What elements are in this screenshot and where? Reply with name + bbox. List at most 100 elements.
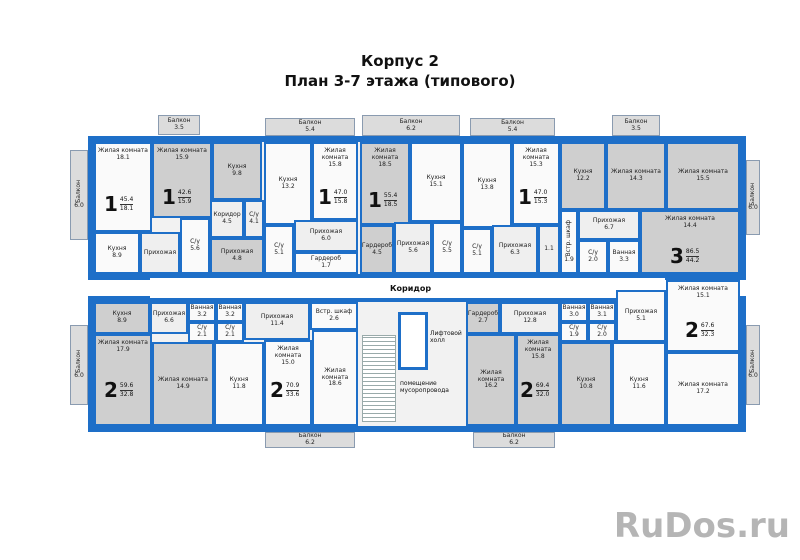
living-area: 32.0 (535, 390, 550, 398)
room-area: 4.5 (222, 218, 232, 225)
room-area: 18.6 (328, 380, 342, 388)
room-name: Жилая комната (371, 147, 399, 161)
total-area: 59.6 (119, 382, 134, 391)
room-name: Балкон (74, 350, 82, 373)
living-area: 32.8 (119, 390, 134, 398)
room-name: Балкон (167, 117, 191, 125)
room-area: 10.8 (579, 383, 593, 390)
total-area: 69.4 (535, 382, 550, 391)
total-area: 70.9 (285, 382, 300, 391)
room-name: Кухня (112, 310, 132, 318)
room-name: Балкон (624, 117, 648, 125)
room-area: 6.2 (406, 124, 416, 132)
room-area: 18.5 (378, 160, 392, 168)
room-name: Встр. шкаф (564, 220, 572, 257)
room-name: С/у (472, 243, 482, 251)
corridor-label: Коридор (390, 284, 432, 293)
corridor (150, 278, 665, 298)
plan-subtitle: План 3-7 этажа (типового) (284, 72, 516, 90)
room-name: Жилая комната (321, 366, 349, 381)
room-name: Жилая комната (98, 339, 148, 346)
room-name: Ванная (590, 304, 614, 312)
room-name: Жилая комната (157, 147, 207, 154)
total-area: 42.6 (177, 189, 192, 198)
room-name: Жилая комната (678, 381, 728, 389)
room-area: 5.1 (636, 315, 646, 322)
room-area: 8.9 (112, 252, 122, 259)
room-area: 11.4 (270, 320, 284, 327)
room-name: Гардероб (310, 255, 342, 263)
room-area: 6.2 (509, 439, 519, 446)
room-name: Кухня (278, 175, 298, 183)
room-area: 2.1 (197, 331, 207, 338)
room-area: 2.1 (225, 331, 235, 338)
room-name: Прихожая (260, 313, 294, 321)
room-area: 3.1 (597, 311, 607, 318)
room-area: 2.0 (588, 256, 598, 263)
room-name: Жилая комната (678, 168, 728, 176)
room: 1.1 (538, 225, 560, 274)
lift-hall-label: Лифтовой холл (430, 330, 462, 345)
room-area: 6.0 (748, 204, 758, 212)
room-area: 6.6 (164, 317, 174, 324)
room-area: 11.8 (232, 383, 246, 390)
room-area: 3.3 (619, 256, 629, 263)
room-name: Прихожая (143, 248, 177, 256)
room-count: 1 (162, 185, 176, 209)
room-area: 1.9 (569, 331, 579, 338)
room-name: Балкон (298, 119, 322, 127)
room-area: 17.9 (116, 345, 130, 353)
room-area: 6.7 (604, 224, 614, 231)
room-name: Кухня (227, 163, 247, 171)
room-area: 14.4 (683, 221, 697, 229)
room-name: Прихожая (624, 308, 658, 316)
room-name: Балкон (298, 432, 322, 440)
room-name: Балкон (74, 180, 82, 203)
room-name: Прихожая (592, 217, 626, 225)
room-name: Коридор (213, 211, 241, 219)
room-name: С/у (588, 249, 598, 257)
room-area: 15.8 (328, 160, 342, 168)
room-name: Прихожая (152, 310, 186, 318)
room-area: 5.1 (274, 248, 284, 256)
room-area: 14.9 (176, 383, 190, 390)
room-area: 3.5 (631, 124, 641, 132)
room-name: Прихожая (309, 228, 343, 236)
room-name: Жилая комната (98, 147, 148, 154)
trash-room-label: помещение мусоропровода (400, 380, 449, 395)
room-name: С/у (597, 324, 607, 332)
room-name: Балкон (399, 117, 423, 125)
room-area: 6.0 (321, 235, 331, 242)
room-name: Гардероб (467, 310, 499, 318)
room-area: 3.5 (174, 124, 184, 131)
room-area: 3.0 (569, 311, 579, 318)
room-name: Жилая комната (678, 285, 728, 292)
